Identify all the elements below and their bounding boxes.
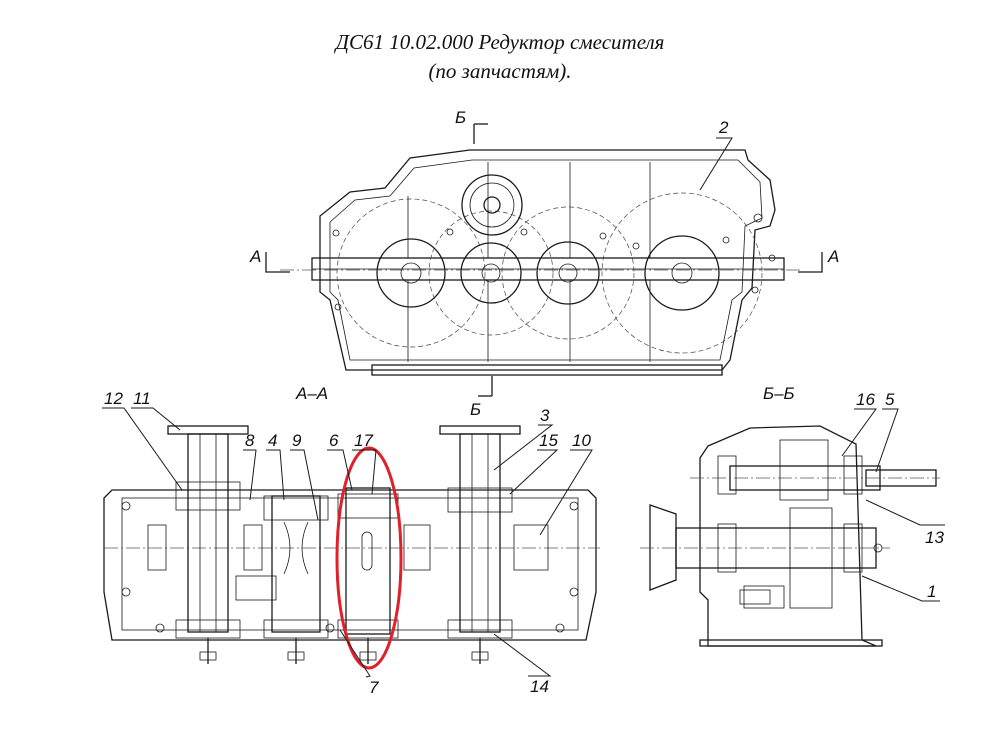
part-label-2: 2: [718, 118, 729, 137]
section-mark-a-left: А: [249, 247, 261, 266]
part-label-16: 16: [856, 390, 875, 409]
drawing-title: ДС61 10.02.000 Редуктор смесителя: [335, 30, 665, 54]
part-label-3: 3: [540, 406, 550, 425]
part-label-4: 4: [268, 431, 277, 450]
section-mark-b-bottom: Б: [470, 400, 481, 419]
section-mark-a-right: А: [827, 247, 839, 266]
part-label-9: 9: [292, 431, 302, 450]
part-label-10: 10: [572, 431, 591, 450]
part-callouts: 2 12 11 8 4 9 6 17 3: [102, 118, 945, 697]
section-mark-b-top: Б: [455, 108, 466, 127]
part-label-1: 1: [927, 582, 936, 601]
part-label-7: 7: [369, 678, 379, 697]
section-aa-view: [103, 425, 600, 670]
section-title-bb: Б–Б: [763, 384, 795, 403]
part-label-12: 12: [104, 389, 123, 408]
part-label-13: 13: [925, 528, 944, 547]
part-label-14: 14: [530, 677, 549, 696]
section-marks: Б Б А А А–А Б–Б: [249, 108, 839, 419]
gearbox-front-view: [265, 123, 823, 397]
highlight-ellipse: [335, 446, 403, 670]
part-label-6: 6: [329, 431, 339, 450]
section-bb-view: [640, 425, 940, 647]
part-label-17: 17: [354, 431, 373, 450]
section-title-aa: А–А: [295, 384, 328, 403]
part-label-11: 11: [133, 389, 151, 408]
drawing-subtitle: (по запчастям).: [428, 59, 572, 83]
part-label-5: 5: [885, 390, 895, 409]
part-label-15: 15: [539, 431, 558, 450]
part-label-8: 8: [245, 431, 255, 450]
